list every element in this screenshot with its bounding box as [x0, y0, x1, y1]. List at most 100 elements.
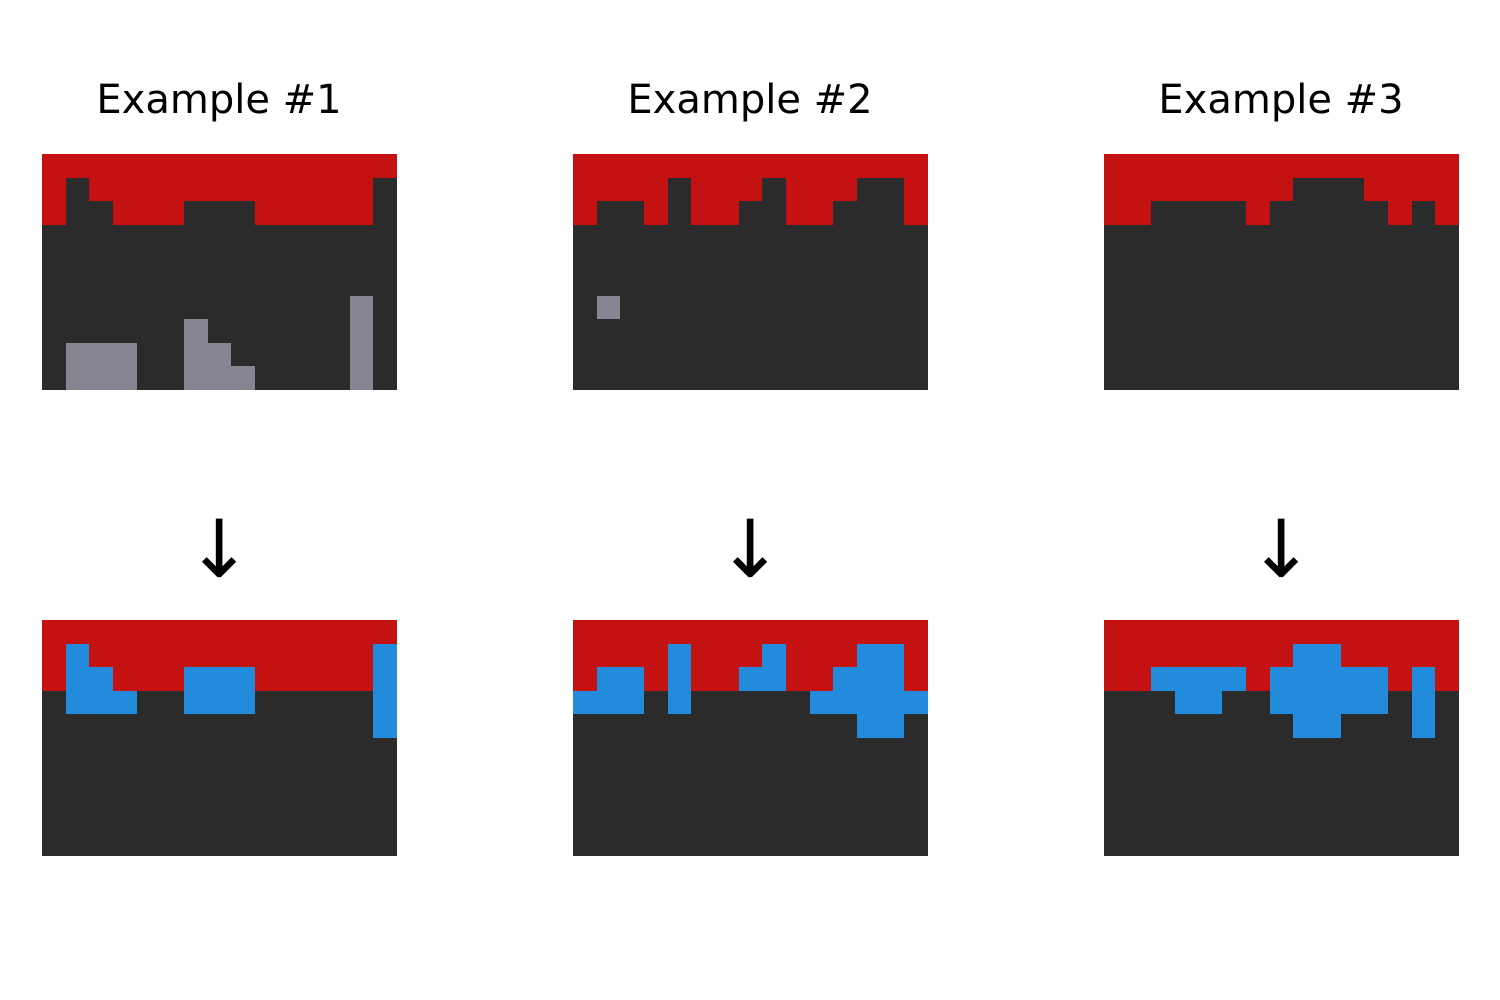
grid-cell: [1435, 643, 1459, 668]
grid-cell: [833, 785, 857, 809]
grid-cell: [596, 154, 621, 178]
grid-cell: [1387, 248, 1412, 272]
grid-cell: [1293, 366, 1317, 390]
grid-cell: [856, 272, 881, 296]
grid-cell: [136, 832, 161, 856]
grid-cell: [785, 667, 810, 691]
grid-cell: [1387, 366, 1412, 390]
grid-cell: [809, 667, 834, 691]
grid-cell: [373, 738, 397, 762]
grid-cell: [1293, 295, 1317, 320]
grid-cell: [89, 201, 113, 225]
grid-cell: [160, 295, 184, 320]
grid-cell: [809, 319, 834, 343]
grid-cell: [1293, 714, 1317, 738]
grid-cell: [785, 620, 810, 644]
grid-cell: [762, 366, 786, 390]
grid-cell: [1316, 832, 1341, 856]
grid-cell: [667, 224, 692, 249]
grid-cell: [1174, 761, 1199, 786]
grid-cell: [667, 342, 692, 367]
grid-cell: [349, 342, 374, 367]
grid-cell: [620, 201, 644, 225]
grid-cell: [620, 714, 644, 738]
grid-cell: [1245, 272, 1270, 296]
grid-cell: [691, 366, 715, 390]
grid-cell: [762, 342, 786, 367]
grid-cell: [231, 738, 255, 762]
grid-cell: [1198, 177, 1223, 202]
grid-cell: [89, 761, 113, 786]
grid-cell: [89, 177, 113, 202]
grid-cell: [254, 248, 279, 272]
grid-cell: [596, 224, 621, 249]
grid-cell: [1387, 224, 1412, 249]
grid-cell: [207, 366, 232, 390]
grid-cell: [1387, 667, 1412, 691]
grid-cell: [785, 785, 810, 809]
grid-cell: [691, 832, 715, 856]
example-1-output-grid: [42, 620, 397, 856]
grid-cell: [785, 690, 810, 715]
grid-cell: [714, 342, 739, 367]
grid-cell: [573, 295, 597, 320]
grid-cell: [1316, 201, 1341, 225]
grid-cell: [1269, 714, 1294, 738]
grid-cell: [1245, 224, 1270, 249]
grid-cell: [856, 620, 881, 644]
grid-cell: [1222, 342, 1246, 367]
grid-cell: [373, 714, 397, 738]
grid-cell: [1340, 272, 1365, 296]
grid-cell: [691, 319, 715, 343]
grid-cell: [254, 690, 279, 715]
grid-cell: [207, 272, 232, 296]
grid-cell: [302, 667, 326, 691]
grid-cell: [42, 295, 66, 320]
grid-cell: [1411, 224, 1436, 249]
grid-cell: [1316, 295, 1341, 320]
grid-cell: [1151, 714, 1175, 738]
grid-cell: [207, 342, 232, 367]
grid-cell: [1222, 272, 1246, 296]
grid-cell: [207, 738, 232, 762]
grid-cell: [1340, 643, 1365, 668]
grid-cell: [691, 667, 715, 691]
grid-cell: [643, 342, 668, 367]
grid-cell: [809, 738, 834, 762]
grid-cell: [1364, 620, 1388, 644]
grid-cell: [714, 667, 739, 691]
grid-cell: [302, 714, 326, 738]
grid-cell: [1411, 272, 1436, 296]
grid-cell: [325, 224, 350, 249]
grid-cell: [373, 154, 397, 178]
grid-cell: [1104, 342, 1128, 367]
grid-cell: [136, 248, 161, 272]
grid-cell: [785, 319, 810, 343]
grid-cell: [207, 224, 232, 249]
grid-cell: [880, 366, 905, 390]
grid-cell: [1222, 620, 1246, 644]
grid-cell: [1364, 690, 1388, 715]
grid-cell: [207, 154, 232, 178]
grid-cell: [42, 738, 66, 762]
grid-cell: [231, 785, 255, 809]
grid-cell: [302, 366, 326, 390]
grid-cell: [1104, 154, 1128, 178]
grid-cell: [785, 761, 810, 786]
grid-cell: [254, 738, 279, 762]
grid-cell: [1245, 295, 1270, 320]
grid-cell: [1104, 224, 1128, 249]
grid-cell: [325, 761, 350, 786]
grid-cell: [1127, 177, 1152, 202]
grid-cell: [573, 154, 597, 178]
grid-cell: [112, 177, 137, 202]
example-2-title: Example #2: [627, 77, 873, 123]
grid-cell: [278, 201, 303, 225]
grid-cell: [1127, 224, 1152, 249]
grid-cell: [1387, 201, 1412, 225]
grid-cell: [904, 342, 928, 367]
grid-cell: [1198, 342, 1223, 367]
grid-cell: [207, 248, 232, 272]
grid-cell: [1269, 832, 1294, 856]
grid-cell: [1364, 808, 1388, 833]
